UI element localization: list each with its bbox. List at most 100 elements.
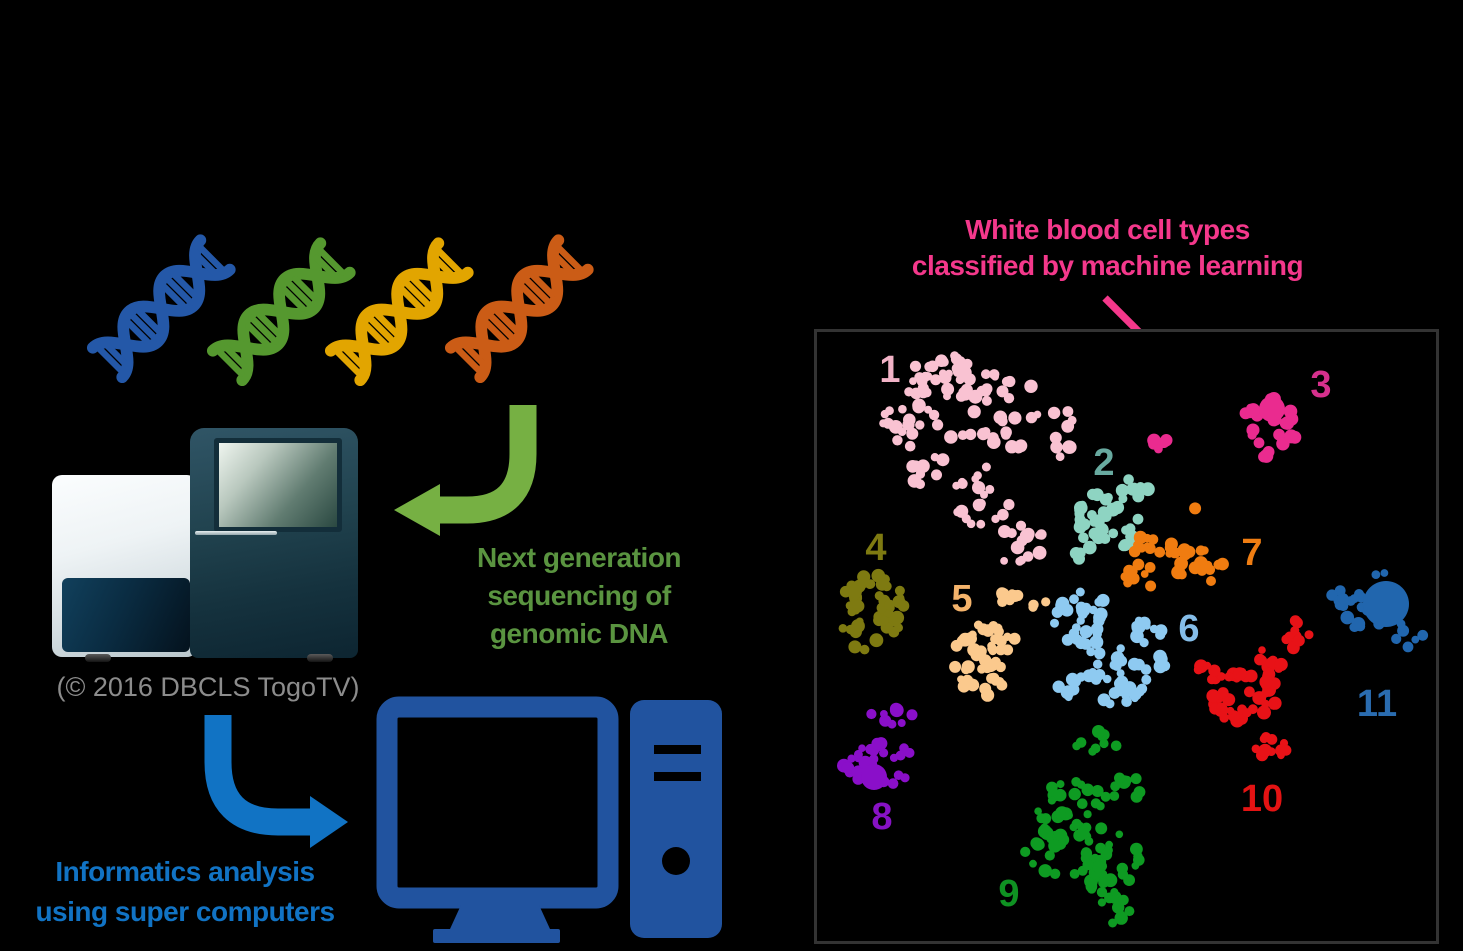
scatter-dot xyxy=(1402,641,1414,653)
scatter-dot xyxy=(1117,869,1129,880)
scatter-dot xyxy=(1108,918,1118,928)
scatter-dot xyxy=(1083,810,1092,819)
scatter-dot xyxy=(993,623,1003,633)
sequencer-foot xyxy=(307,654,333,662)
scatter-dot xyxy=(951,363,963,374)
scatter-dot xyxy=(1349,594,1359,604)
scatter-dot xyxy=(898,404,907,414)
scatter-dot xyxy=(1334,585,1346,596)
scatter-dot xyxy=(997,596,1008,607)
scatter-dot xyxy=(1116,669,1125,678)
scatter-dot xyxy=(977,664,987,674)
dna-helix-svg xyxy=(86,233,236,383)
scatter-dot xyxy=(1127,685,1137,695)
scatter-dot xyxy=(1326,589,1338,601)
scatter-dot xyxy=(1040,826,1054,840)
scatter-dot xyxy=(1056,780,1065,789)
scatter-dot xyxy=(1061,419,1075,433)
scatter-dot xyxy=(1116,655,1128,667)
scatter-dot xyxy=(1251,744,1261,754)
cluster-label-7: 7 xyxy=(1241,532,1262,574)
scatter-dot xyxy=(1208,664,1221,677)
scatter-dot xyxy=(1141,674,1152,685)
scatter-dot xyxy=(1121,696,1132,707)
scatter-dot xyxy=(1304,630,1314,640)
scatter-dot xyxy=(984,658,998,673)
scatter-dot xyxy=(1247,430,1257,440)
scatter-dot xyxy=(1089,605,1098,615)
monitor-base xyxy=(433,929,560,943)
scatter-dot xyxy=(1143,542,1152,551)
scatter-dot xyxy=(848,584,862,598)
scatter-dot xyxy=(1049,431,1062,444)
scatter-dot xyxy=(1076,616,1085,625)
tower-slot xyxy=(654,745,701,754)
scatter-dot xyxy=(1262,446,1275,458)
scatter-dot xyxy=(1133,786,1146,798)
scatter-dot xyxy=(964,428,977,441)
annotation-title: White blood cell types classified by mac… xyxy=(850,212,1365,284)
dna-helix-svg xyxy=(444,233,594,383)
scatter-dot xyxy=(871,737,884,750)
scatter-dot xyxy=(1032,545,1047,560)
scatter-dot xyxy=(897,427,907,436)
scatter-dot xyxy=(1049,868,1061,879)
sequencer-handle xyxy=(195,531,277,535)
scatter-dot xyxy=(1096,593,1110,607)
scatter-dot xyxy=(1094,649,1105,660)
scatter-dot xyxy=(1127,572,1140,585)
scatter-dot xyxy=(1117,910,1126,919)
scatter-dot xyxy=(1153,659,1167,674)
scatter-dot xyxy=(847,754,856,763)
scatter-dot xyxy=(866,708,877,720)
scatter-dot xyxy=(1206,576,1216,586)
scatter-dot xyxy=(1130,842,1143,856)
cluster-label-1: 1 xyxy=(879,349,900,391)
scatter-dot xyxy=(1110,740,1122,752)
scatter-dot xyxy=(1078,532,1089,544)
scatter-dot xyxy=(973,620,983,630)
scatter-dot xyxy=(1091,785,1104,797)
scatter-dot xyxy=(1028,599,1039,610)
scatter-dot xyxy=(1083,540,1097,555)
computer-tower xyxy=(630,700,722,938)
scatter-dot xyxy=(880,409,890,419)
scatter-dot xyxy=(1082,859,1094,871)
scatter-dot xyxy=(1154,444,1163,454)
scatter-dot xyxy=(1258,646,1266,654)
scatter-dot xyxy=(1013,443,1024,454)
green-elbow-arrow xyxy=(394,405,537,536)
scatter-dot xyxy=(1123,474,1134,485)
scatter-dot xyxy=(1074,501,1088,515)
scatter-dot xyxy=(1246,403,1261,417)
scatter-dot xyxy=(1114,772,1125,784)
scatter-dot xyxy=(944,430,958,444)
tower-slot xyxy=(654,772,701,781)
scatter-dot xyxy=(1274,657,1288,672)
scatter-dot xyxy=(1068,787,1081,801)
scatter-dot xyxy=(1080,847,1093,859)
scatter-dot xyxy=(900,773,910,783)
scatter-dot xyxy=(1207,674,1217,685)
step1-label: Next generation sequencing of genomic DN… xyxy=(448,539,710,653)
scatter-dot xyxy=(995,644,1007,656)
scatter-dot xyxy=(1048,839,1062,853)
scatter-dot xyxy=(895,750,906,761)
scatter-dot xyxy=(1108,528,1119,539)
scatter-dot xyxy=(991,372,999,381)
scatter-dot xyxy=(1075,637,1087,650)
scatter-dot xyxy=(1088,747,1097,756)
dna-helix-blue-icon xyxy=(70,222,247,399)
scatter-dot xyxy=(1074,514,1086,526)
scatter-dot xyxy=(916,459,930,473)
scatter-dot xyxy=(1081,783,1095,797)
scatter-dot xyxy=(897,719,906,727)
scatter-dot xyxy=(950,639,963,652)
scatter-dot xyxy=(1233,667,1247,681)
scatter-dot xyxy=(1147,433,1161,448)
scatter-dot xyxy=(879,419,888,428)
step1-label-line3: genomic DNA xyxy=(489,618,669,649)
scatter-dot xyxy=(1133,854,1145,866)
